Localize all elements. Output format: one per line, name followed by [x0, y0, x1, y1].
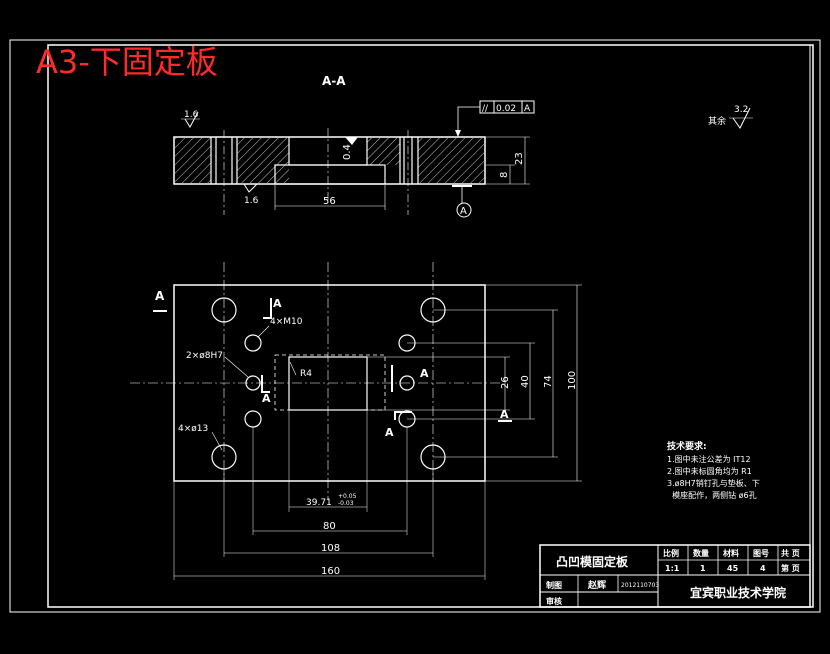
- hatch-region-4: [418, 138, 484, 183]
- flatness-datum: A: [524, 104, 531, 114]
- dim-108: 108: [321, 543, 340, 554]
- tech-item: 2.图中未标圆角均为 R1: [667, 466, 752, 476]
- check-label: 审核: [546, 596, 562, 606]
- roughness-left-bottom: 1.6: [244, 196, 259, 206]
- roughness-note-value: 3.2: [734, 105, 748, 115]
- dim-39-tol-lower: -0.03: [338, 500, 354, 507]
- dim-39-tol-upper: +0.05: [338, 493, 357, 500]
- dim-74: 74: [543, 375, 554, 388]
- flatness-value: 0.02: [496, 104, 516, 114]
- tech-item: 模座配作，两侧钻 ø6孔: [667, 490, 757, 500]
- tb-value: 1: [700, 564, 706, 573]
- outer-border: [9, 39, 821, 613]
- section-mark-a3: A: [420, 367, 429, 380]
- tech-item: 1.图中未注公差为 IT12: [667, 454, 751, 464]
- tb-value: 45: [727, 564, 739, 573]
- tb-value: 1:1: [665, 564, 680, 573]
- roughness-note-label: 其余: [708, 115, 726, 127]
- flatness-symbol: //: [482, 104, 489, 114]
- drawing-title: A3-下固定板: [36, 43, 218, 81]
- tb-header: 材料: [723, 548, 739, 558]
- tech-title: 技术要求:: [667, 440, 707, 452]
- dim-width-56: 56: [323, 196, 336, 207]
- plan-view: A A A A A 4×M10 2×ø8H7 R4 4×ø13 26 40 74: [130, 262, 582, 580]
- dim-height-23: 23: [514, 152, 525, 165]
- datum-label: A: [460, 206, 467, 217]
- tb-header: 数量: [693, 548, 709, 558]
- tech-requirements: 技术要求: 1.图中未注公差为 IT12 2.图中未标圆角均为 R1 3.ø8H…: [667, 440, 760, 500]
- part-name: 凸凹模固定板: [556, 554, 629, 569]
- section-mark-a2: A: [262, 392, 271, 405]
- drawn-name: 赵辉: [587, 579, 606, 591]
- callout-radius: R4: [300, 369, 312, 379]
- inner-border: [47, 44, 814, 608]
- hatch-region-1: [175, 138, 211, 183]
- hatch-region-2: [237, 138, 289, 183]
- section-view: 56 0.4 23 8 1.6 1.6 // 0.02 A A: [173, 100, 535, 218]
- tb-value: 4: [760, 564, 766, 573]
- dim-160: 160: [321, 566, 340, 577]
- thread-hole: [244, 334, 262, 352]
- callout-m10: 4×M10: [270, 317, 303, 327]
- callout-pin: 2×ø8H7: [186, 351, 223, 361]
- section-mark-right: A: [500, 408, 509, 421]
- drawn-label: 制图: [546, 580, 562, 590]
- tb-header: 共 页: [781, 548, 800, 558]
- dim-depth: 0.4: [342, 144, 353, 160]
- tb-header: 比例: [663, 548, 679, 558]
- callout-holes: 4×ø13: [178, 424, 208, 434]
- dim-height-8: 8: [499, 172, 510, 178]
- dim-26: 26: [500, 376, 511, 389]
- section-mark-a1: A: [273, 297, 282, 310]
- dim-39: 39.71: [306, 498, 332, 508]
- section-label: A-A: [322, 74, 346, 88]
- tech-item: 3.ø8H7销钉孔与垫板、下: [667, 478, 760, 488]
- section-pocket: [274, 164, 386, 185]
- tb-value: 第 页: [781, 563, 800, 573]
- tb-header: 图号: [753, 549, 769, 558]
- section-mark-a4: A: [385, 426, 394, 439]
- title-block: 凸凹模固定板 比例 数量 材料 图号 共 页 1:1 1 45 4 第 页 制图…: [539, 544, 811, 608]
- dim-100: 100: [567, 371, 578, 390]
- dim-80: 80: [323, 521, 336, 532]
- section-mark-left: A: [155, 289, 165, 303]
- hatch-region-3: [367, 138, 400, 165]
- roughness-left-top: 1.6: [184, 110, 199, 120]
- thread-hole: [244, 410, 262, 428]
- school-name: 宜宾职业技术学院: [690, 585, 786, 600]
- dim-40: 40: [520, 375, 531, 388]
- drawn-code: 2012110703: [621, 582, 659, 589]
